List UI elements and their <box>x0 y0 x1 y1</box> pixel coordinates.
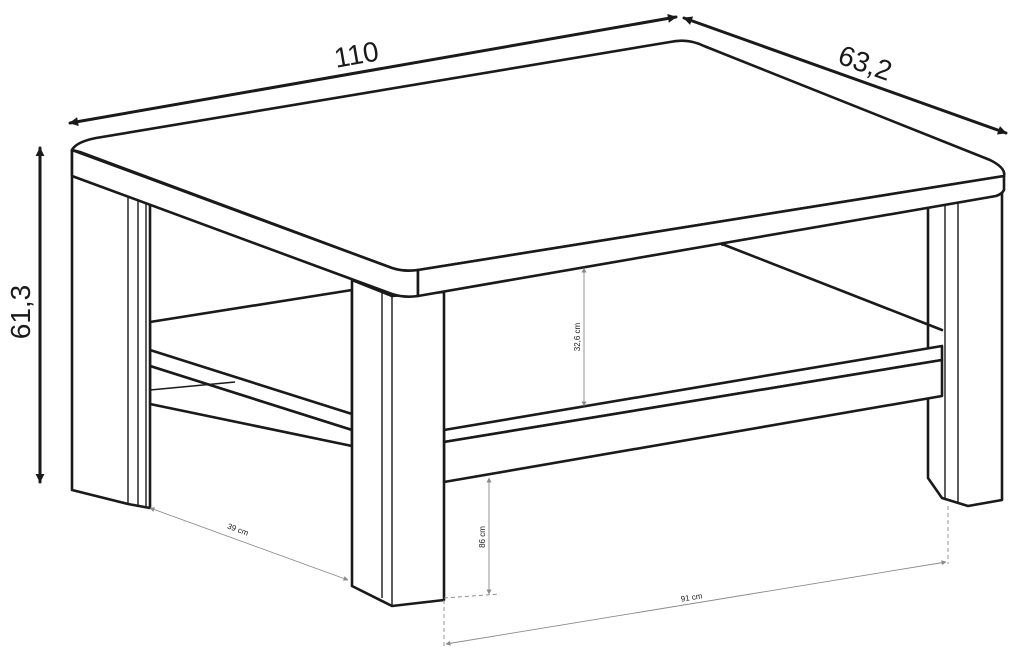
front-spacing-label: 91 cm <box>680 591 703 603</box>
side-spacing-dimension: 39 cm <box>149 507 349 581</box>
front-spacing-line <box>445 560 947 646</box>
shelf-clearance-dimension: 32,6 cm <box>573 267 587 407</box>
width-label: 110 <box>332 36 381 74</box>
front-spacing-dimension: 91 cm <box>443 506 949 648</box>
left-leg <box>70 148 152 510</box>
height-dimension: 61,3 <box>5 146 45 484</box>
floor-shelf-label: 86 cm <box>478 526 487 548</box>
floor-shelf-dimension: 86 cm <box>443 477 501 599</box>
front-leg <box>350 278 446 608</box>
side-spacing-label: 39 cm <box>226 522 250 538</box>
depth-arrow <box>682 16 1008 135</box>
height-label: 61,3 <box>5 285 36 340</box>
depth-label: 63,2 <box>834 39 896 86</box>
shelf-clearance-label: 32,6 cm <box>573 322 582 351</box>
lower-shelf <box>148 242 944 484</box>
width-arrow <box>68 13 678 127</box>
width-dimension: 110 <box>68 13 678 127</box>
side-spacing-line <box>149 507 349 581</box>
floor-shelf-extension <box>443 593 501 599</box>
